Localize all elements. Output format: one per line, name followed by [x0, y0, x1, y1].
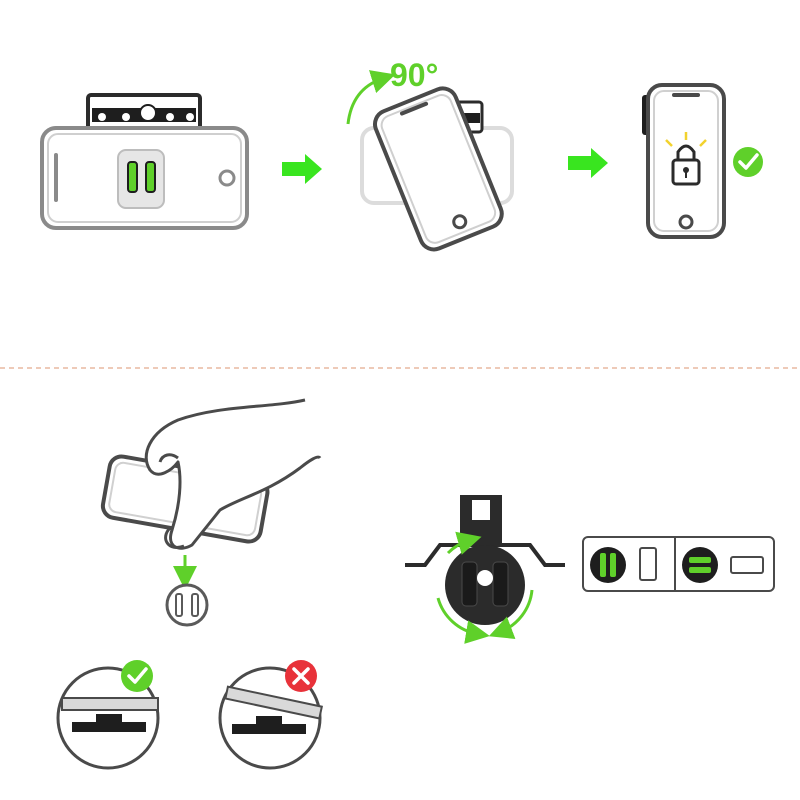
rotation-arrows-icon: [436, 531, 534, 644]
rotating-mount: [405, 495, 565, 644]
rotate-angle-label: 90°: [390, 57, 438, 93]
mount-pad: [117, 149, 165, 209]
correct-insertion-detail: [56, 660, 160, 770]
incorrect-insertion-detail: [218, 660, 324, 770]
mount-bracket: [86, 93, 202, 137]
cross-badge-icon: [285, 660, 317, 692]
orientation-options-panel: [582, 536, 775, 592]
padlock-icon: [665, 132, 707, 186]
arrow-right-icon: [282, 154, 322, 184]
rotate-arrow-icon: [346, 70, 396, 125]
step2-rotate-phone: 90°: [346, 57, 514, 252]
hand-icon: [144, 398, 322, 550]
check-badge-icon: [733, 147, 763, 177]
portrait-option: [590, 547, 657, 583]
landscape-option: [682, 547, 764, 583]
arrow-right-icon: [568, 148, 608, 178]
hand-holding-phone: [100, 398, 322, 550]
mount-face-icon: [165, 583, 209, 627]
step1-phone-on-mount: [40, 93, 249, 230]
check-badge-icon: [121, 660, 153, 692]
phone-rotating: [373, 86, 504, 252]
step3-phone-locked: [642, 83, 763, 239]
